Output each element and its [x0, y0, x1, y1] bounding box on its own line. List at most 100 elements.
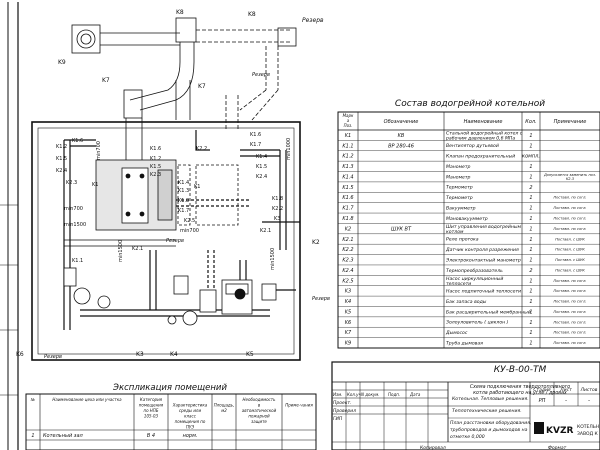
drawing-subtitle-1: Схема подключения твердотопливного: [470, 384, 570, 390]
spec-cell: K2.4: [342, 268, 353, 274]
spec-cell: K9: [345, 341, 351, 347]
callout-min700-h: min700: [64, 206, 83, 212]
spec-cell: 1: [529, 143, 532, 149]
callout-k3-b: K3: [136, 351, 144, 358]
dust-collector-k6-top: [175, 17, 197, 43]
spec-cell: K7: [345, 330, 352, 336]
tb-sheets-label: Листов: [580, 387, 598, 393]
spec-cell: Поставл. по согл.: [553, 196, 586, 200]
spec-cell: Поставл. по согл.: [553, 216, 586, 220]
tb-role-proveril: Проверил: [333, 408, 356, 414]
tb-copied: Копировал: [420, 445, 446, 450]
spec-cell: 1: [529, 237, 532, 243]
pump-k3-left: [73, 287, 91, 305]
callout-k14-r: K1.4: [256, 154, 267, 160]
spec-cell: Поставл. с ШУК: [555, 268, 585, 272]
callout-k7-mid: K7: [198, 83, 206, 90]
tb-plan-3: отметке 0,000: [450, 434, 485, 440]
rooms-header-cell: м2: [221, 408, 227, 413]
spec-cell: K6: [345, 320, 351, 326]
flue-duct-system: [71, 17, 297, 200]
callout-k15-c: K1.5: [150, 164, 161, 170]
spec-header-cell: Марк: [343, 113, 354, 118]
spec-cell: 2: [529, 268, 532, 274]
callout-k1-c: K1: [194, 184, 200, 190]
spec-cell: K2.1: [342, 237, 353, 243]
spec-cell: Поставл. с ШУК: [555, 258, 585, 262]
spec-cell: K2: [345, 226, 351, 232]
callout-k18-c: K1.8: [178, 198, 189, 204]
spec-cell: Бак запаса воды: [446, 299, 487, 305]
rooms-cell: норм.: [183, 433, 198, 439]
callout-k23-c: K2.3: [150, 172, 161, 178]
spec-cell: Мановакуумметр: [446, 216, 488, 222]
spec-cell: Манометр: [446, 164, 471, 170]
spec-cell: 2: [529, 185, 532, 191]
tb-plan-1: План расстановки оборудования,: [450, 420, 532, 426]
spec-cell: 1: [529, 206, 532, 212]
spec-cell: Клапан предохранительный: [446, 154, 515, 160]
spec-cell: Поставл. по согл.: [553, 227, 586, 231]
tb-format: Формат: [548, 445, 567, 450]
spec-table-title: Состав водогрейной котельной: [395, 99, 545, 109]
tb-role-gip: ГИП: [333, 416, 343, 422]
spec-cell: 1: [529, 330, 532, 336]
callout-min1000-v: min1000: [286, 138, 292, 160]
callout-k11-l: K1.1: [72, 258, 83, 264]
callout-k7-left: K7: [102, 77, 110, 84]
callout-k13-c: K1.3: [178, 188, 189, 194]
pumps-and-tanks: [63, 267, 277, 326]
callout-k12-left: K1.2: [56, 144, 67, 150]
tb-header-kolUch: Кол.уч: [347, 392, 361, 397]
tb-header-ndok: N докум.: [361, 392, 380, 397]
spec-cell: Дымосос: [445, 330, 468, 336]
callout-k22-r: K2.2: [272, 206, 283, 212]
tb-sheet-label: Лист: [559, 387, 572, 393]
spec-cell: Вакуумметр: [446, 205, 476, 211]
spec-cell: K2.3: [566, 177, 575, 181]
spec-cell: K1.8: [342, 216, 353, 222]
callout-k8-top: K8: [176, 9, 184, 16]
callout-k17-c: K1.7: [178, 208, 189, 214]
tb-org-2: ЗАВОД К: [577, 431, 599, 437]
callout-rezerv-top: Резерв: [302, 17, 324, 24]
rooms-header-cell: помещения по: [175, 419, 206, 424]
tb-header-podp: Подп.: [388, 392, 400, 397]
spec-header-cell: а: [347, 118, 350, 123]
spec-cell: Поставл. по согл.: [553, 206, 586, 210]
rooms-cell: Котельный зал: [43, 433, 84, 439]
rooms-header-cell: Характеристика: [172, 403, 208, 408]
spec-cell: K1.6: [342, 195, 353, 201]
tb-org-1: КОТЕЛЬН: [577, 424, 599, 430]
rooms-header-cell: ПУЭ: [186, 425, 194, 430]
tb-plan-2: трубопроводов и дымоходов на: [450, 427, 528, 433]
spec-cell: котлом: [446, 230, 464, 235]
callout-k18-r: K1.8: [272, 196, 283, 202]
tb-stage-value: РП: [539, 398, 546, 404]
callout-rezerv-bl: Резерв: [44, 354, 62, 360]
spec-cell: Поставл. по согл.: [553, 331, 586, 335]
callout-rezerv-low: Резерв: [166, 238, 184, 244]
spec-cell: K2.3: [342, 258, 353, 264]
callout-k17-r: K1.7: [250, 142, 261, 148]
boiler-room-walls: [31, 121, 301, 361]
kvzr-logo-icon: [534, 422, 544, 434]
callout-k2-right: K2: [312, 239, 320, 246]
spec-table-text: Состав водогрейной котельнойМаркаПоз.Обо…: [342, 99, 596, 347]
spec-cell: Датчик контроля разрежения: [445, 247, 519, 253]
spec-cell: Насос циркуляционный: [446, 276, 503, 282]
spec-cell: ВР 280-46: [388, 143, 414, 149]
spec-cell: 1: [529, 164, 532, 170]
spec-cell: Манометр: [446, 174, 471, 180]
spec-cell: Реле протока: [446, 237, 479, 243]
rooms-header-cell: помещения: [139, 403, 164, 408]
spec-cell: K5: [345, 309, 351, 315]
spec-cell: 1: [529, 174, 532, 180]
callout-rezerv-mid: Резерв: [252, 72, 270, 78]
spec-cell: Поставл. по согл.: [553, 289, 586, 293]
spec-cell: Поставл. с ШУК: [555, 237, 585, 241]
spec-cell: Бак расширительный мембранный: [446, 309, 531, 315]
spec-cell: Вентилятор дутьевой: [446, 143, 499, 149]
